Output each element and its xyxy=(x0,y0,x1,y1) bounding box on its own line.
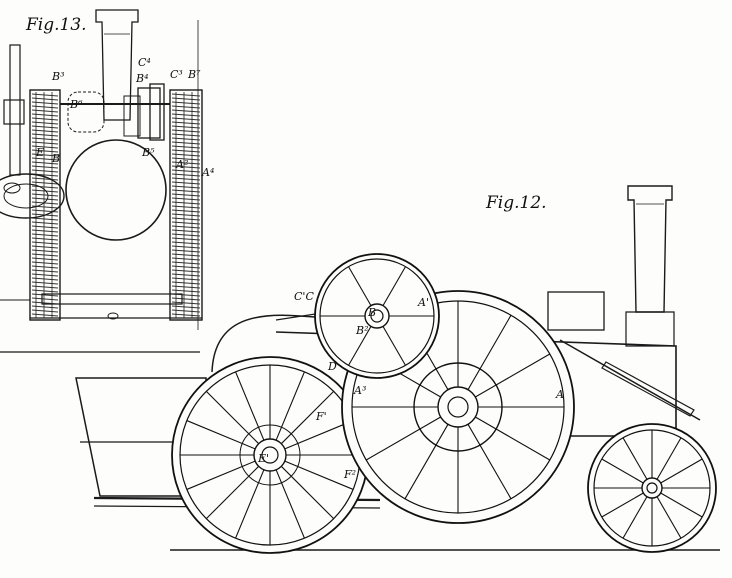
flywheel xyxy=(314,253,440,379)
label-b-center: B xyxy=(367,306,376,319)
gear-b4 xyxy=(67,91,105,133)
label-e-left: E xyxy=(35,146,44,159)
label-b4: B⁴ xyxy=(135,72,149,85)
label-b7: B⁷ xyxy=(187,68,201,81)
label-b3: B³ xyxy=(51,70,65,83)
label-b6: B⁶ xyxy=(69,98,83,111)
label-e1: E' xyxy=(257,452,269,465)
fig13-title: Fig.13. xyxy=(25,15,87,35)
figure-13-front-view xyxy=(0,9,203,353)
label-b2: B² xyxy=(355,324,369,337)
smoke-stack xyxy=(627,185,673,313)
label-b5: B⁵ xyxy=(141,146,155,159)
boiler-front xyxy=(65,139,167,241)
label-b-left: B xyxy=(51,152,60,165)
label-a-right: A xyxy=(555,388,564,401)
label-c1: C'C xyxy=(294,290,314,303)
label-a3: A³ xyxy=(353,384,366,397)
chimney-front xyxy=(95,9,139,121)
flywheel-side xyxy=(0,173,65,219)
left-wheel-stack xyxy=(29,89,61,321)
steam-dome xyxy=(547,291,605,331)
label-a1: A' xyxy=(417,296,429,309)
gear-c4 xyxy=(137,87,161,139)
label-d: D xyxy=(327,360,337,373)
label-a2: A² xyxy=(175,158,188,171)
label-c3: C³ xyxy=(170,68,183,81)
figure-12-side-view xyxy=(75,185,720,554)
label-f2: F² xyxy=(343,468,356,481)
label-f1: F' xyxy=(315,410,327,423)
rear-drive-wheel xyxy=(171,356,369,554)
front-steering-wheel xyxy=(587,423,717,553)
fig12-title: Fig.12. xyxy=(485,193,547,213)
shaft-post xyxy=(9,44,21,176)
label-a4: A⁴ xyxy=(201,166,214,179)
right-wheel-stack xyxy=(169,89,203,321)
belt-tensioner xyxy=(601,361,695,417)
label-c4: C⁴ xyxy=(138,56,151,69)
